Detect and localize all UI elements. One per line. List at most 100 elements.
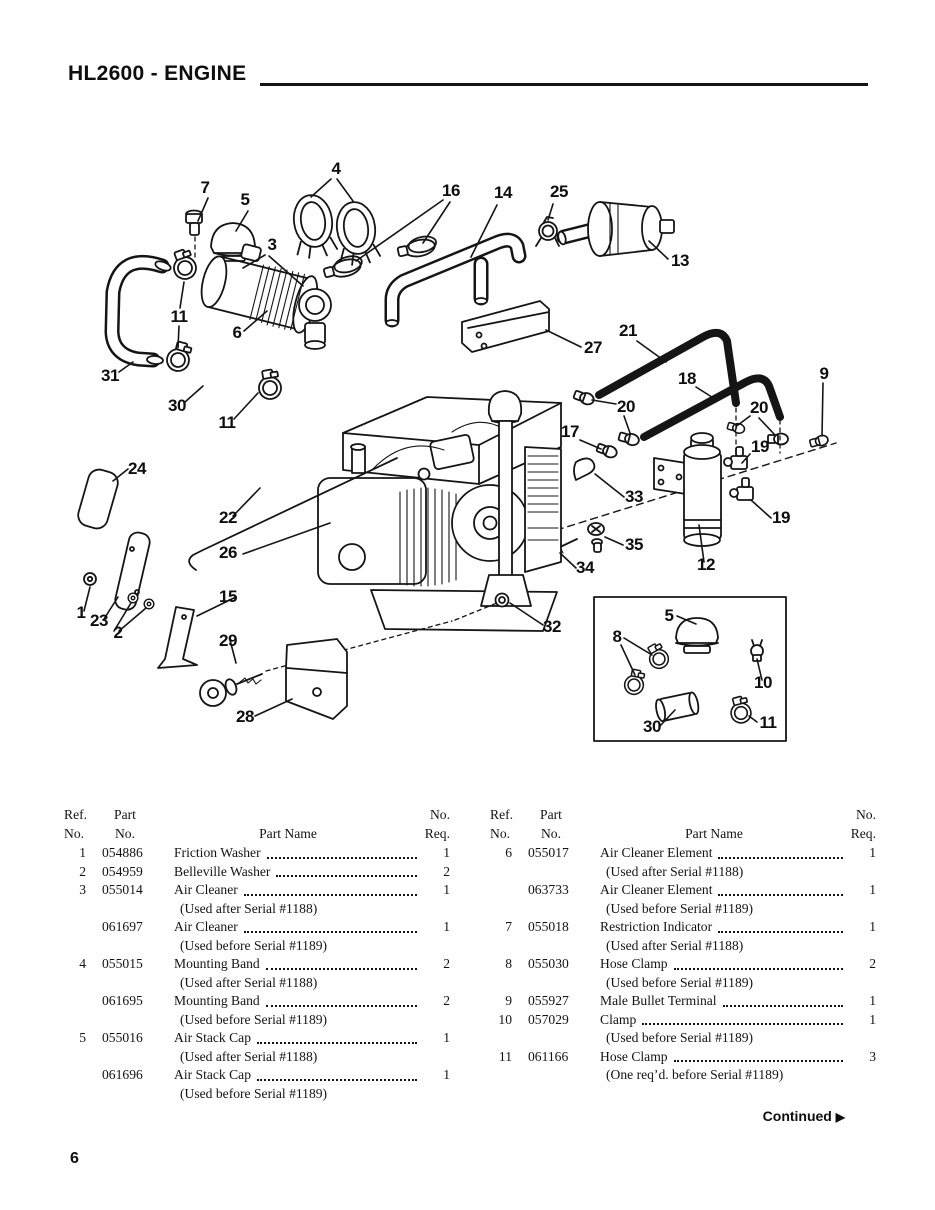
dot-leader: [718, 893, 843, 896]
part-name-cell: Mounting Band: [156, 992, 420, 1011]
callout-24: 24: [128, 459, 147, 478]
callout-34: 34: [576, 558, 595, 577]
part-no-cell: 061695: [102, 993, 143, 1008]
callout-17: 17: [561, 422, 579, 441]
part-no-cell: 054959: [102, 863, 143, 879]
table-row: 3 055014 Air Cleaner 1 (Used after Seria…: [60, 881, 452, 918]
req-no-cell: 1: [443, 882, 450, 897]
part-no-cell: 055016: [102, 1030, 143, 1045]
dot-leader: [243, 930, 417, 933]
callout-33: 33: [625, 487, 643, 506]
part-name-cell: Air Cleaner Element: [582, 881, 846, 900]
req-no-cell: 1: [869, 882, 876, 897]
table-row: 2 054959 Belleville Washer 2: [60, 863, 452, 882]
part-name-cell: Hose Clamp: [582, 955, 846, 974]
ref-no-cell: 5: [79, 1030, 86, 1045]
part-name-cell: Clamp: [582, 1011, 846, 1030]
part-name-text: Air Cleaner: [174, 919, 238, 934]
callout-21: 21: [619, 321, 637, 340]
callout-31: 31: [101, 366, 119, 385]
part-name-text: Hose Clamp: [600, 1048, 668, 1064]
dot-leader: [243, 893, 417, 896]
ref-no-cell: 7: [505, 919, 512, 934]
part-note: (Used after Serial #1188): [180, 900, 318, 916]
callout-10: 10: [754, 673, 772, 692]
dot-leader: [673, 1060, 843, 1062]
callout-22: 22: [219, 508, 237, 527]
page-title: HL2600 - ENGINE: [68, 62, 247, 85]
part-name-cell: Male Bullet Terminal: [582, 992, 846, 1011]
table-row: 6 055017 Air Cleaner Element 1 (Used aft…: [486, 844, 878, 881]
dot-leader: [257, 1078, 417, 1081]
part-name-text: Mounting Band: [174, 956, 260, 971]
part-no-cell: 055014: [102, 882, 143, 897]
part-no-cell: 061697: [102, 919, 143, 934]
part-name-cell: Mounting Band: [156, 955, 420, 974]
part-name-text: Belleville Washer: [174, 863, 271, 879]
table-row: 8 055030 Hose Clamp 2 (Used before Seria…: [486, 955, 878, 992]
callout-9: 9: [820, 364, 829, 383]
callout-2: 2: [114, 623, 123, 642]
part-name-cell: Hose Clamp: [582, 1048, 846, 1067]
part-name-text: Air Cleaner: [174, 882, 238, 897]
ref-no-cell: 9: [505, 993, 512, 1008]
dot-leader: [265, 1004, 417, 1007]
callout-5: 5: [241, 190, 250, 209]
part-no-cell: 063733: [528, 882, 569, 897]
callout-13: 13: [671, 251, 689, 270]
part-note: (Used before Serial #1189): [180, 1085, 328, 1101]
dot-leader: [257, 1041, 417, 1044]
callout-11: 11: [760, 713, 777, 732]
part-name-cell: Air Cleaner: [156, 918, 420, 937]
part-note: (Used after Serial #1188): [180, 974, 318, 990]
req-no-cell: 1: [869, 1011, 876, 1027]
header-name: Part Name: [259, 825, 317, 841]
part-note: (Used after Serial #1188): [180, 1048, 318, 1064]
ref-no-cell: 4: [79, 956, 86, 971]
part-name-cell: Friction Washer: [156, 844, 420, 863]
part-no-cell: 055015: [102, 956, 143, 971]
part-name-text: Air Stack Cap: [174, 1030, 252, 1045]
ref-no-cell: 3: [79, 882, 86, 897]
part-no-cell: 061166: [528, 1048, 569, 1064]
header-ref: Ref.No.: [64, 807, 88, 841]
part-name-text: Male Bullet Terminal: [600, 993, 717, 1008]
ref-no-cell: 1: [79, 845, 86, 860]
callout-20: 20: [617, 397, 635, 416]
callout-25: 25: [550, 182, 568, 201]
req-no-cell: 1: [869, 845, 876, 860]
callout-16: 16: [442, 181, 460, 200]
part-name-text: Friction Washer: [174, 845, 261, 860]
req-no-cell: 2: [443, 993, 450, 1008]
table-row: 7 055018 Restriction Indicator 1 (Used a…: [486, 918, 878, 955]
table-row: 11 061166 Hose Clamp 3 (One req’d. befor…: [486, 1048, 878, 1085]
part-note: (One req’d. before Serial #1189): [606, 1067, 784, 1082]
ref-no-cell: [486, 881, 520, 900]
table-row: 4 055015 Mounting Band 2 (Used after Ser…: [60, 955, 452, 992]
req-no-cell: 2: [443, 956, 450, 971]
exploded-view-drawing: 7541614251331163130112721182017920191933…: [77, 159, 837, 742]
part-name-cell: Belleville Washer: [156, 863, 420, 882]
req-no-cell: 1: [869, 993, 876, 1008]
title-underline: [260, 83, 868, 86]
part-name-text: Air Cleaner Element: [600, 845, 713, 860]
req-no-cell: 1: [869, 919, 876, 934]
callout-29: 29: [219, 631, 237, 650]
callout-14: 14: [494, 183, 513, 202]
table-body-left: 1 054886 Friction Washer 1 2 054959 Bell…: [60, 844, 452, 1103]
part-name-text: Mounting Band: [174, 993, 260, 1008]
continued-label: Continued ▶: [763, 1108, 845, 1124]
part-name-cell: Air Cleaner Element: [582, 844, 846, 863]
part-note: (Used before Serial #1189): [180, 1011, 328, 1027]
dot-leader: [642, 1023, 843, 1025]
table-row: 1 054886 Friction Washer 1: [60, 844, 452, 863]
part-name-text: Hose Clamp: [600, 956, 668, 971]
header-name: Part Name: [685, 825, 743, 841]
callout-20: 20: [750, 398, 768, 417]
callout-5: 5: [665, 606, 674, 625]
